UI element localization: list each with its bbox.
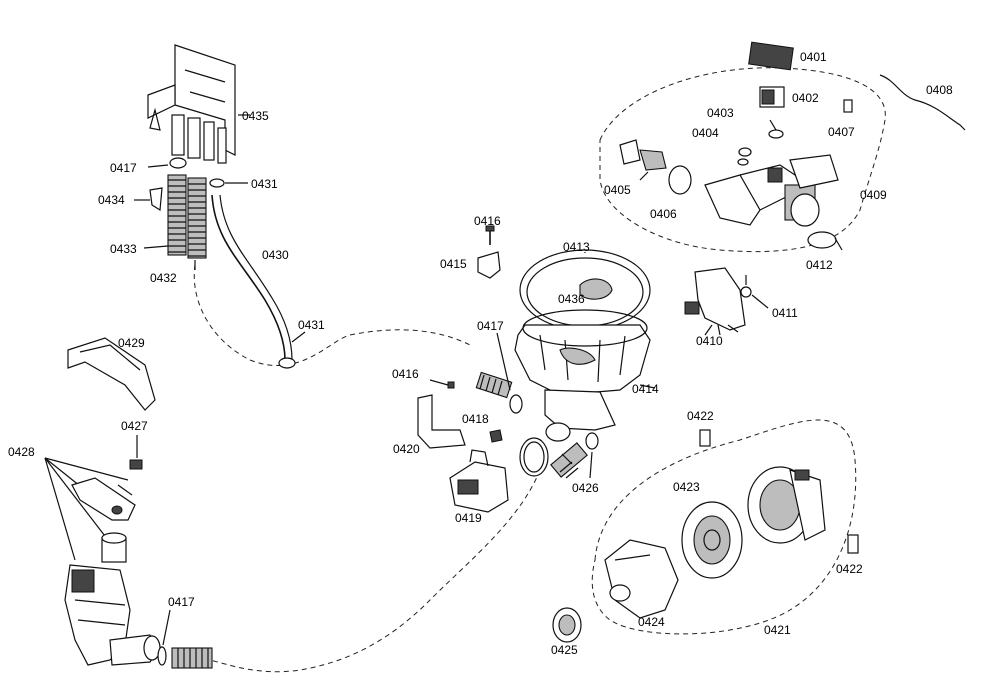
part-0416-screw-lower [429,379,455,389]
part-0428-pump-housing [64,564,161,666]
label-0403: 0403 [707,106,734,120]
valve-group-outline [599,67,886,253]
label-0406: 0406 [650,207,677,221]
part-0404-seal [738,147,752,157]
label-0414: 0414 [632,382,659,396]
part-0420-bracket [417,394,466,449]
part-0410-bracket [684,267,746,336]
part-0425-seal [552,607,582,643]
label-0428: 0428 [8,445,35,459]
part-0434-bracket [149,187,163,212]
label-0417-mid: 0417 [477,319,504,333]
label-0417-top: 0417 [110,161,137,175]
label-0415: 0415 [440,257,467,271]
label-0436: 0436 [558,292,585,306]
part-drain-tube [171,647,213,669]
part-0426-hose [550,432,599,479]
label-0418: 0418 [462,412,489,426]
part-0422-clip-lower [847,534,859,554]
part-seal-ring-small [545,422,571,442]
label-0407: 0407 [828,125,855,139]
label-0431-top: 0431 [251,177,278,191]
label-0423: 0423 [673,480,700,494]
part-0409-valve-assembly [704,154,839,227]
label-0411: 0411 [772,306,798,320]
part-0429-cover [67,337,156,411]
label-0416-lower: 0416 [392,367,419,381]
part-0428-cylinder [101,532,127,563]
part-0431-clip-top [209,178,225,188]
part-0430-hose [211,194,286,361]
part-0417-mid-hose [475,332,523,414]
label-0404: 0404 [692,126,719,140]
part-0432-corrugated-hose [187,177,207,270]
label-0405: 0405 [604,183,631,197]
part-0417-ring-lower [157,646,167,666]
label-0421: 0421 [764,623,791,637]
part-0431-clip-lower [278,357,296,369]
label-0413: 0413 [563,240,590,254]
label-0401: 0401 [800,50,827,64]
part-0416-screw-upper [485,225,495,245]
label-0409: 0409 [860,188,887,202]
part-0423-impeller-cover [681,501,743,579]
part-0428-leaders [44,457,129,561]
part-0405-sensor [619,139,667,181]
part-0422-clip-upper [699,429,711,447]
label-0431-lower: 0431 [298,318,325,332]
label-0422-lower: 0422 [836,562,863,576]
part-0406-ring [668,165,692,195]
part-pump-motor-housing [747,466,826,544]
part-0403-seal [768,129,784,139]
part-0427 [129,459,143,470]
part-0417-ring-top [169,157,187,169]
drain-path-outline [209,469,541,673]
label-0412: 0412 [806,258,833,272]
label-0426: 0426 [572,481,599,495]
part-0415-bracket [477,251,501,279]
part-0436-filter [579,278,613,300]
label-0422-upper: 0422 [687,409,714,423]
part-0411-screw [740,275,769,309]
part-0428-lever [71,477,136,521]
part-0419-motor [449,449,509,513]
label-0408: 0408 [926,83,953,97]
label-0410: 0410 [696,334,723,348]
label-0434: 0434 [98,193,125,207]
label-0427: 0427 [121,419,148,433]
part-0407-clip [843,99,853,113]
label-0430: 0430 [262,248,289,262]
label-0435: 0435 [242,109,269,123]
part-seal-ring-large [519,437,549,477]
label-0425: 0425 [551,643,578,657]
label-0419: 0419 [455,511,482,525]
label-0429: 0429 [118,336,145,350]
label-0417-bottom: 0417 [168,595,195,609]
part-0412-clamp [807,231,843,251]
label-0420: 0420 [393,442,420,456]
part-0408-wire [879,74,966,131]
part-0402-valve [759,86,785,108]
label-0424: 0424 [638,615,665,629]
label-0432: 0432 [150,271,177,285]
label-0416-upper: 0416 [474,214,501,228]
part-0433-corrugated-hose [143,174,187,256]
label-0433: 0433 [110,242,137,256]
hose-path-outline [193,264,471,366]
part-0401-cap [748,41,794,71]
part-0424-pump-volute [604,539,679,619]
label-0402: 0402 [792,91,819,105]
part-0435-manifold [147,44,250,164]
part-0414-sump [514,309,656,431]
part-0418-clip [489,429,503,443]
pump-group-outline [591,419,857,635]
